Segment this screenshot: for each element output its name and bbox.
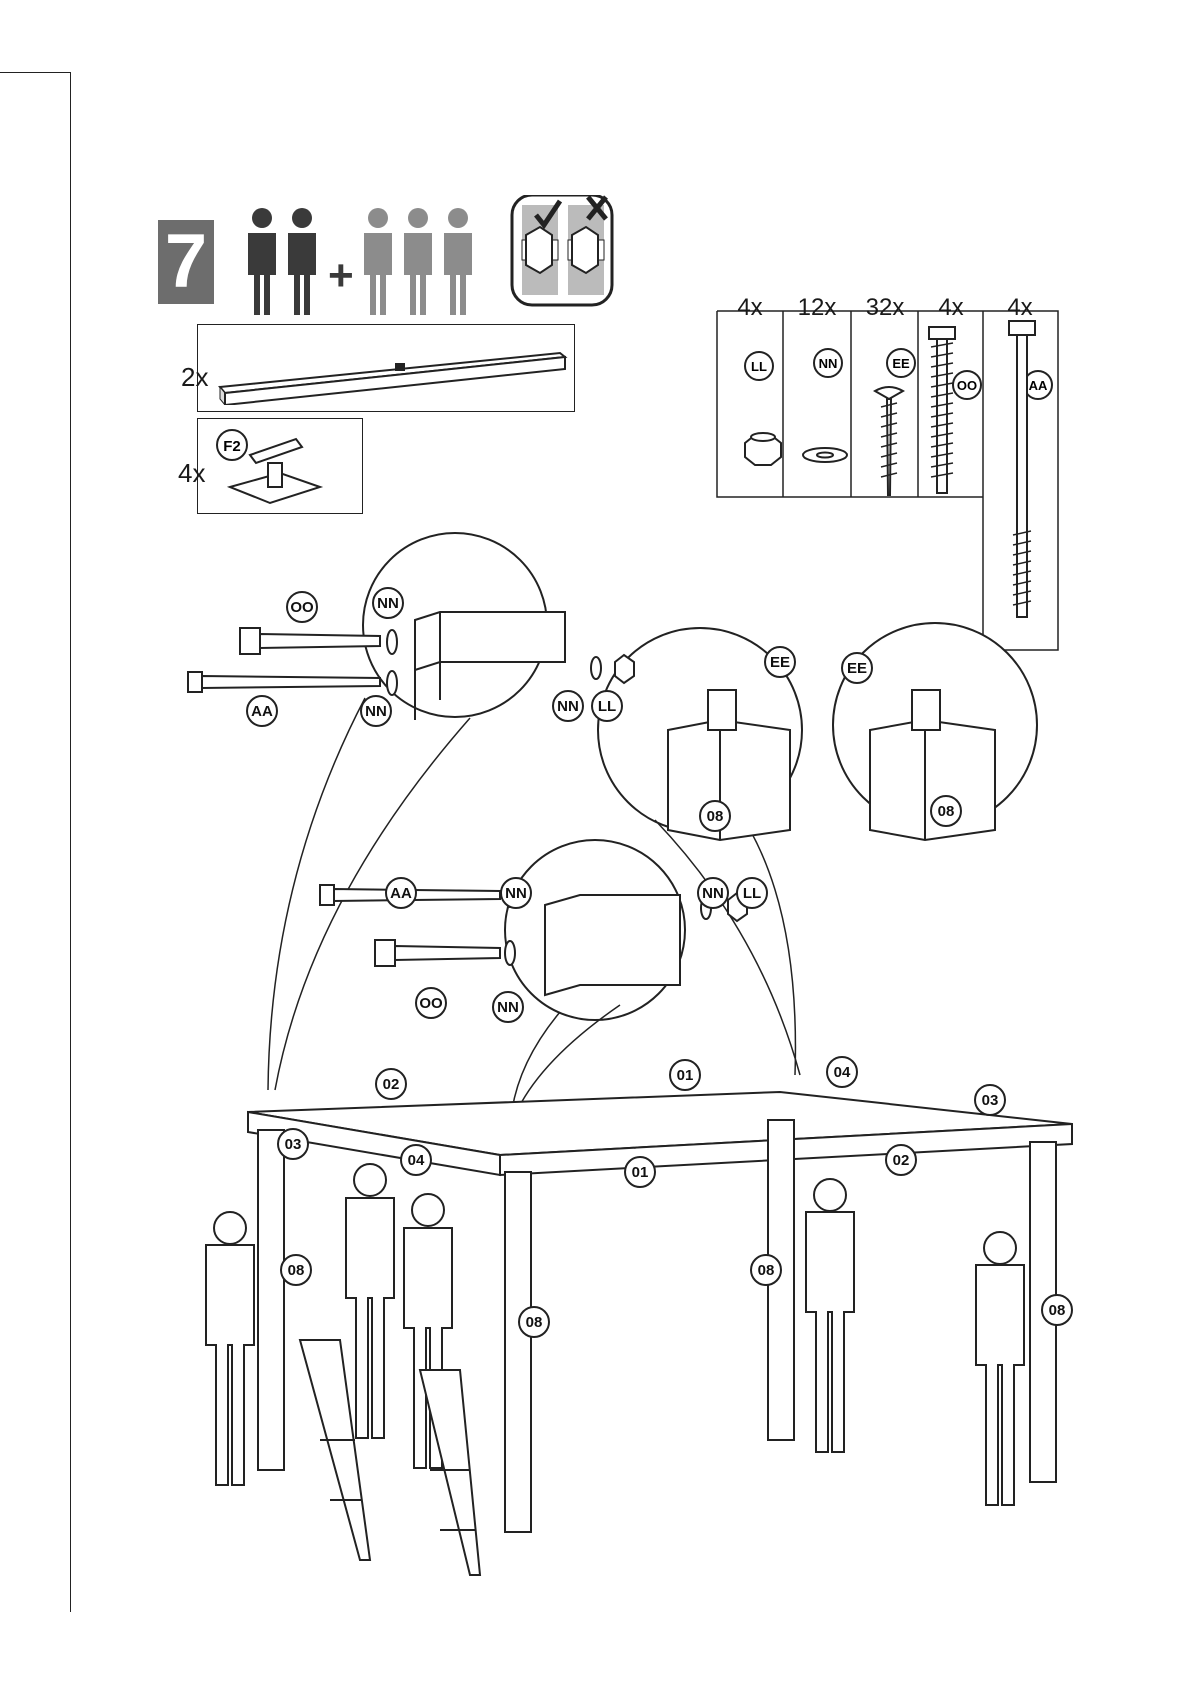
callout-nn-3: NN: [557, 698, 579, 715]
callout-nn-5: NN: [702, 885, 724, 902]
frame-label-03-right: 03: [982, 1092, 999, 1109]
callout-ll-2: LL: [743, 885, 761, 902]
callout-nn-6: NN: [497, 999, 519, 1016]
callout-oo-1: OO: [290, 599, 314, 616]
frame-label-03-left: 03: [285, 1136, 302, 1153]
callout-ll-1: LL: [598, 698, 616, 715]
frame-label-02-front: 02: [893, 1152, 910, 1169]
callout-aa-1: AA: [251, 703, 273, 720]
callout-nn-4: NN: [505, 885, 527, 902]
frame-label-02-back: 02: [383, 1076, 400, 1093]
callout-oo-2: OO: [419, 995, 443, 1012]
callout-post-1: 08: [707, 808, 724, 825]
workers-illustration: [206, 1164, 1024, 1575]
callout-nn-2: NN: [365, 703, 387, 720]
callout-ee-1: EE: [770, 654, 790, 671]
callout-nn-1: NN: [377, 595, 399, 612]
frame-label-01-front: 01: [632, 1164, 649, 1181]
callout-aa-2: AA: [390, 885, 412, 902]
callout-post-2: 08: [938, 803, 955, 820]
frame-label-08-front: 08: [526, 1314, 543, 1331]
callout-ee-2: EE: [847, 660, 867, 677]
frame-label-04-back: 04: [834, 1064, 851, 1081]
frame-label-08-left: 08: [288, 1262, 305, 1279]
frame-label-04-front: 04: [408, 1152, 425, 1169]
frame-label-08-back: 08: [758, 1262, 775, 1279]
frame-label-08-right: 08: [1049, 1302, 1066, 1319]
frame-label-01-back: 01: [677, 1067, 694, 1084]
